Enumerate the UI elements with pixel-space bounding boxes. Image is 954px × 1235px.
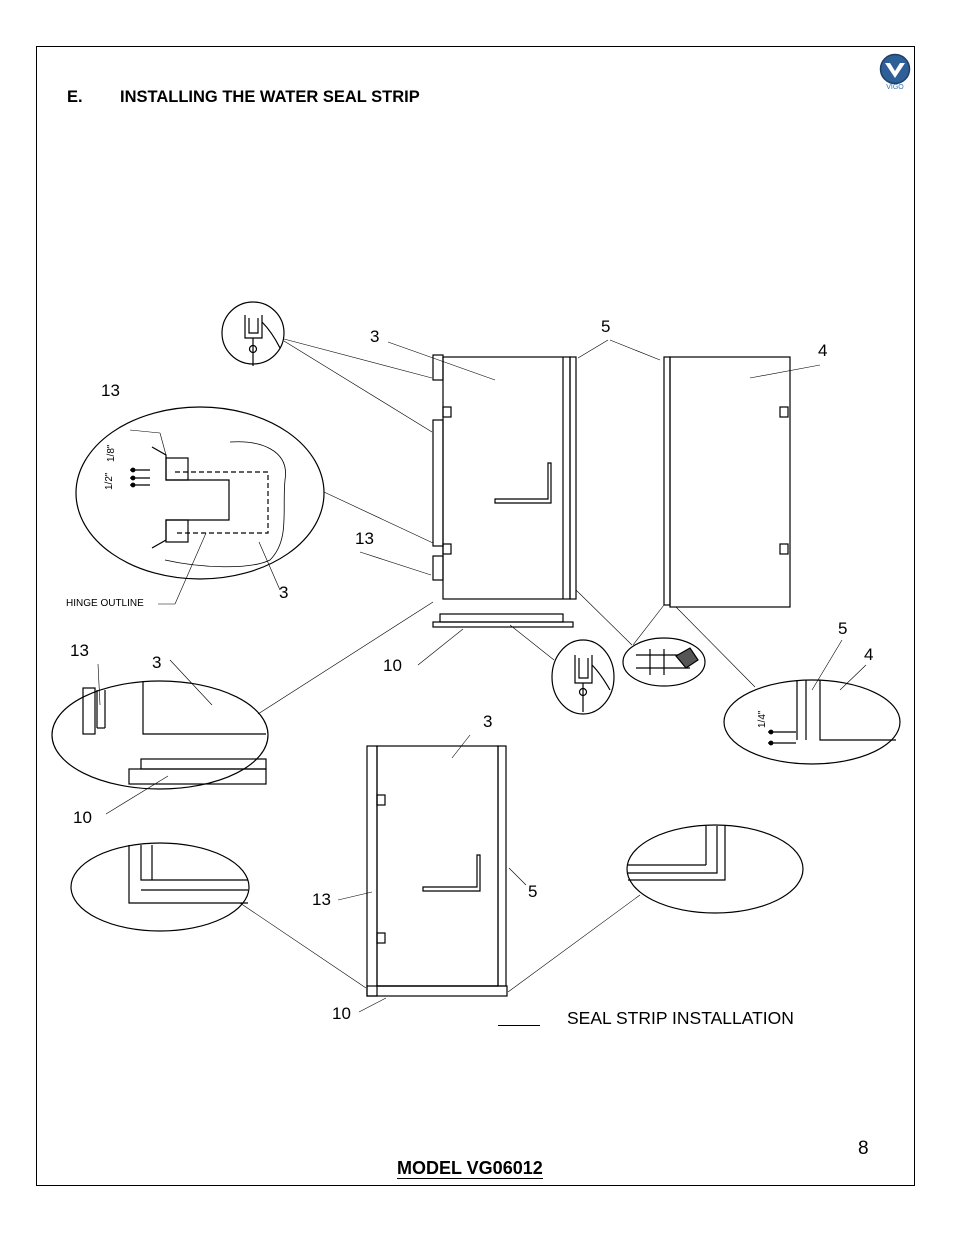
callout-door-panel-bottom: 3 (483, 712, 493, 731)
logo-text: VIGO (886, 84, 904, 91)
dimension-half-inch: 1/2" (104, 472, 115, 490)
callout-door-panel: 3 (370, 327, 380, 346)
door-panel-top (432, 354, 577, 628)
callout-strip-13-left: 13 (70, 641, 89, 660)
callout-strip-13-top: 13 (101, 381, 120, 400)
callout-strip-5-right: 5 (838, 619, 848, 638)
page-number: 8 (858, 1138, 869, 1159)
seal-profile-detail-bottom (551, 639, 615, 715)
bottom-corner-detail-left (51, 680, 269, 790)
dimension-eighth-inch: 1/8" (106, 444, 117, 462)
hinge-outline-label: HINGE OUTLINE (66, 598, 144, 609)
bottom-view-detail-left (70, 842, 250, 932)
callout-strip-5-top: 5 (601, 317, 611, 336)
door-panel-bottom (366, 745, 508, 997)
leader-lines (97, 338, 867, 1013)
callout-fixed-panel: 4 (818, 341, 828, 360)
dimension-quarter-inch: 1/4" (757, 710, 768, 728)
bottom-corner-detail-right (723, 679, 901, 765)
section-letter: E. (67, 88, 83, 106)
callout-fixed-panel-right: 4 (864, 645, 874, 664)
vigo-logo-icon (879, 53, 911, 85)
hinge-detail (75, 406, 325, 580)
callout-strip-13-bottom: 13 (312, 890, 331, 909)
magnetic-strip-detail (622, 637, 706, 687)
callout-strip-10-mid: 10 (383, 656, 402, 675)
fixed-panel-top (663, 356, 791, 608)
callout-strip-10-bottom: 10 (332, 1004, 351, 1023)
section-heading: E. INSTALLING THE WATER SEAL STRIP (67, 88, 420, 107)
section-title: INSTALLING THE WATER SEAL STRIP (120, 88, 420, 106)
page-frame (36, 46, 915, 1186)
legend-line (498, 1025, 540, 1026)
legend-text: SEAL STRIP INSTALLATION (567, 1008, 794, 1028)
callout-door-panel-hinge: 3 (279, 583, 289, 602)
seal-profile-detail-top (221, 301, 285, 366)
model-number: MODEL VG06012 (397, 1158, 543, 1179)
callout-strip-10-left: 10 (73, 808, 92, 827)
callout-door-panel-left: 3 (152, 653, 162, 672)
callout-strip-13-mid: 13 (355, 529, 374, 548)
bottom-view-detail-right (626, 824, 804, 914)
callout-strip-5-bottom: 5 (528, 882, 538, 901)
